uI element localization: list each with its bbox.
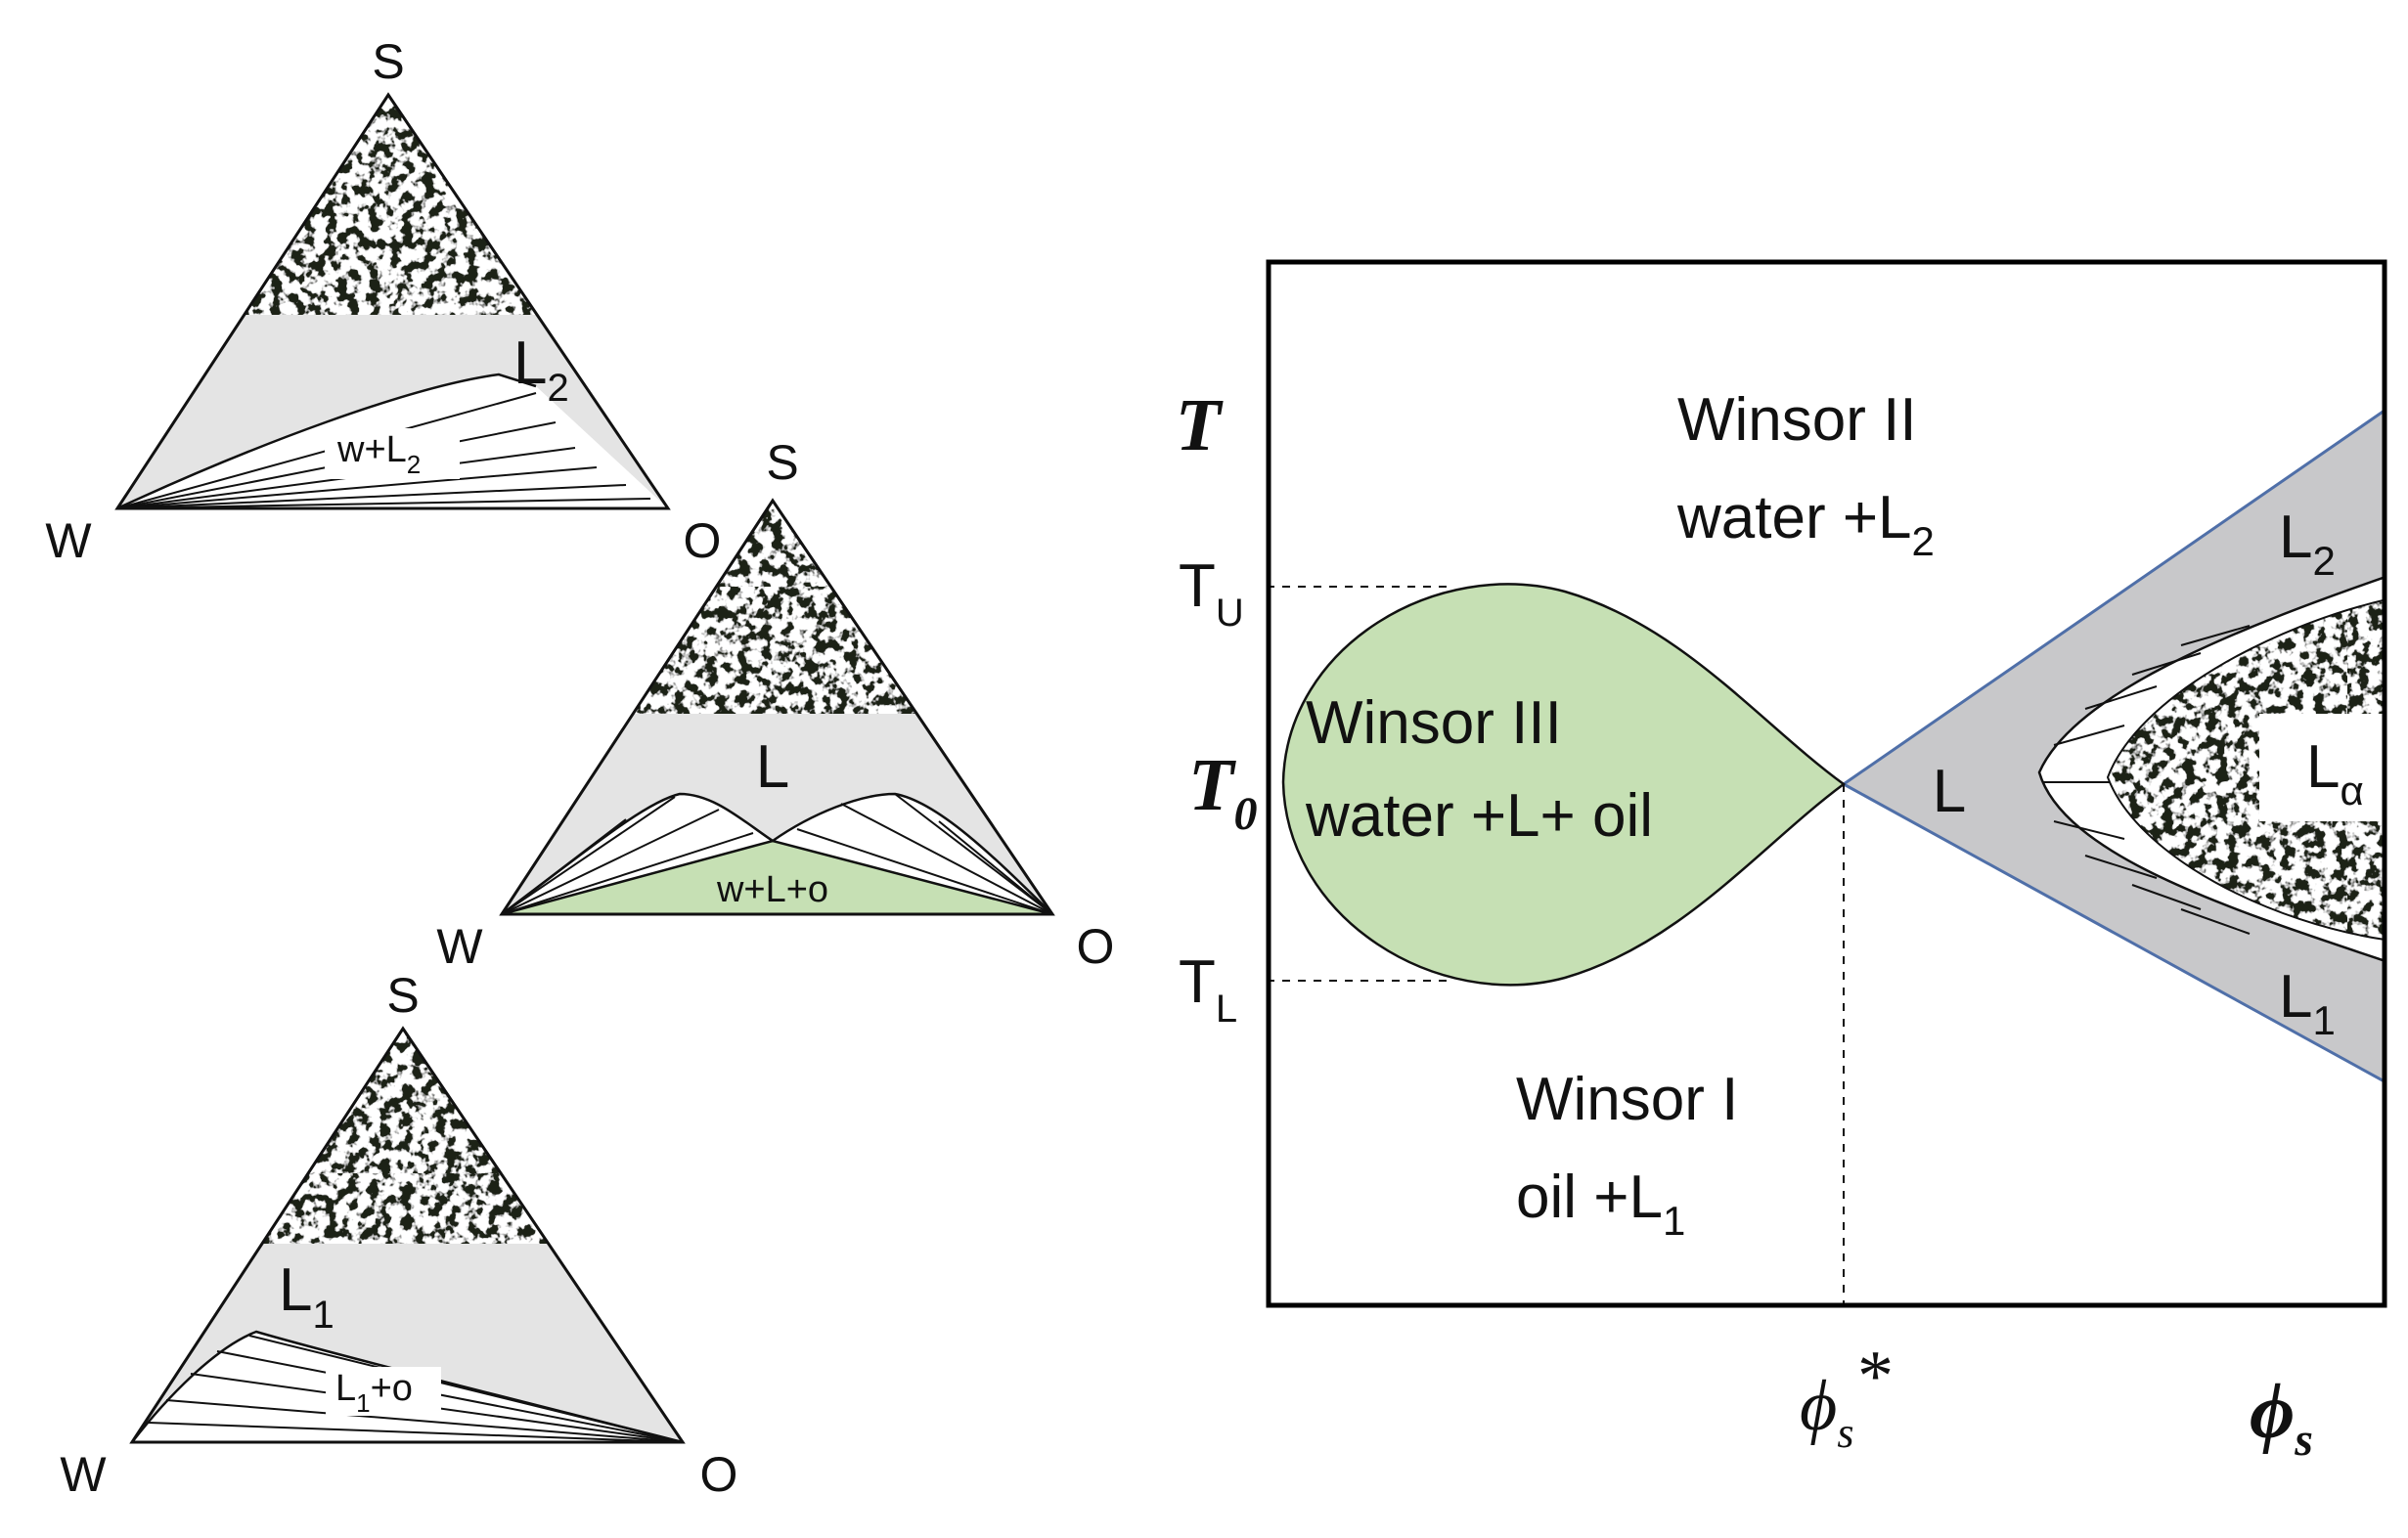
binodal-curve xyxy=(117,373,537,508)
winsor-i-phases: oil +L1 xyxy=(1516,1164,1685,1244)
tie-lines xyxy=(148,1335,683,1442)
vertex-s: S xyxy=(386,968,419,1023)
winsor-iii-phases: water +L+ oil xyxy=(1305,782,1653,850)
band-tie-lines xyxy=(2042,625,2251,935)
triangle-bottom: S W O L1 L1+o xyxy=(60,968,737,1502)
tick-tl: TL xyxy=(1179,948,1237,1031)
upper-boundary xyxy=(1843,407,2386,786)
phase-label: L1 xyxy=(279,1256,334,1337)
phase-diagram: T ϕs ϕs* TU T0 TL Winsor II water +L2 Wi… xyxy=(1176,259,2387,1466)
winsor-iii-region xyxy=(1281,583,1847,987)
lamellar-label-bg xyxy=(2259,714,2386,821)
vertex-o: O xyxy=(700,1447,738,1502)
vertex-o: O xyxy=(684,513,722,568)
liquid-crystal-texture xyxy=(502,501,1052,714)
vertex-s: S xyxy=(766,435,798,490)
triangle-top: S W O L2 w+L2 xyxy=(45,34,721,568)
vertex-w: W xyxy=(60,1447,107,1502)
winsor-iii-title: Winsor III xyxy=(1306,689,1562,757)
x-axis-label: ϕs xyxy=(2250,1369,2313,1466)
three-phase-label: w+L+o xyxy=(716,869,828,910)
liquid-crystal-texture xyxy=(132,1029,683,1244)
tie-lines xyxy=(502,793,1052,914)
triangle-middle: S W O L w+L+o xyxy=(436,435,1114,974)
lower-boundary xyxy=(1843,782,2386,1084)
plot-frame xyxy=(1266,259,2387,1308)
winsor-ii-phases: water +L2 xyxy=(1676,484,1935,564)
tieline-label: L1+o xyxy=(335,1368,413,1418)
winsor-ii-title: Winsor II xyxy=(1677,386,1917,454)
tick-tu: TU xyxy=(1179,552,1244,635)
phase-label: L2 xyxy=(513,330,569,410)
winsor-i-title: Winsor I xyxy=(1516,1066,1738,1133)
region-l2-label: L2 xyxy=(2279,504,2336,584)
y-axis-label: T xyxy=(1176,384,1224,466)
phase-label: L xyxy=(756,733,789,801)
triangle-outline xyxy=(499,498,1055,916)
vertex-o: O xyxy=(1077,919,1115,974)
vertex-w: W xyxy=(45,513,92,568)
lamellar-region xyxy=(2108,599,2386,941)
tie-lines xyxy=(117,392,651,508)
region-l1-label: L1 xyxy=(2279,963,2336,1043)
region-lalpha-label: Lα xyxy=(2306,733,2364,813)
three-phase-region xyxy=(502,841,1052,914)
tick-t0: T0 xyxy=(1188,744,1257,840)
phi-star-label: ϕs* xyxy=(1800,1337,1890,1457)
region-l-label: L xyxy=(1933,758,1966,825)
tieline-label: w+L2 xyxy=(336,429,421,479)
triangle-outline xyxy=(129,1026,686,1444)
liquid-crystal-texture xyxy=(117,95,668,315)
triangle-outline xyxy=(114,92,671,510)
vertex-s: S xyxy=(372,34,404,89)
vertex-w: W xyxy=(436,919,483,974)
